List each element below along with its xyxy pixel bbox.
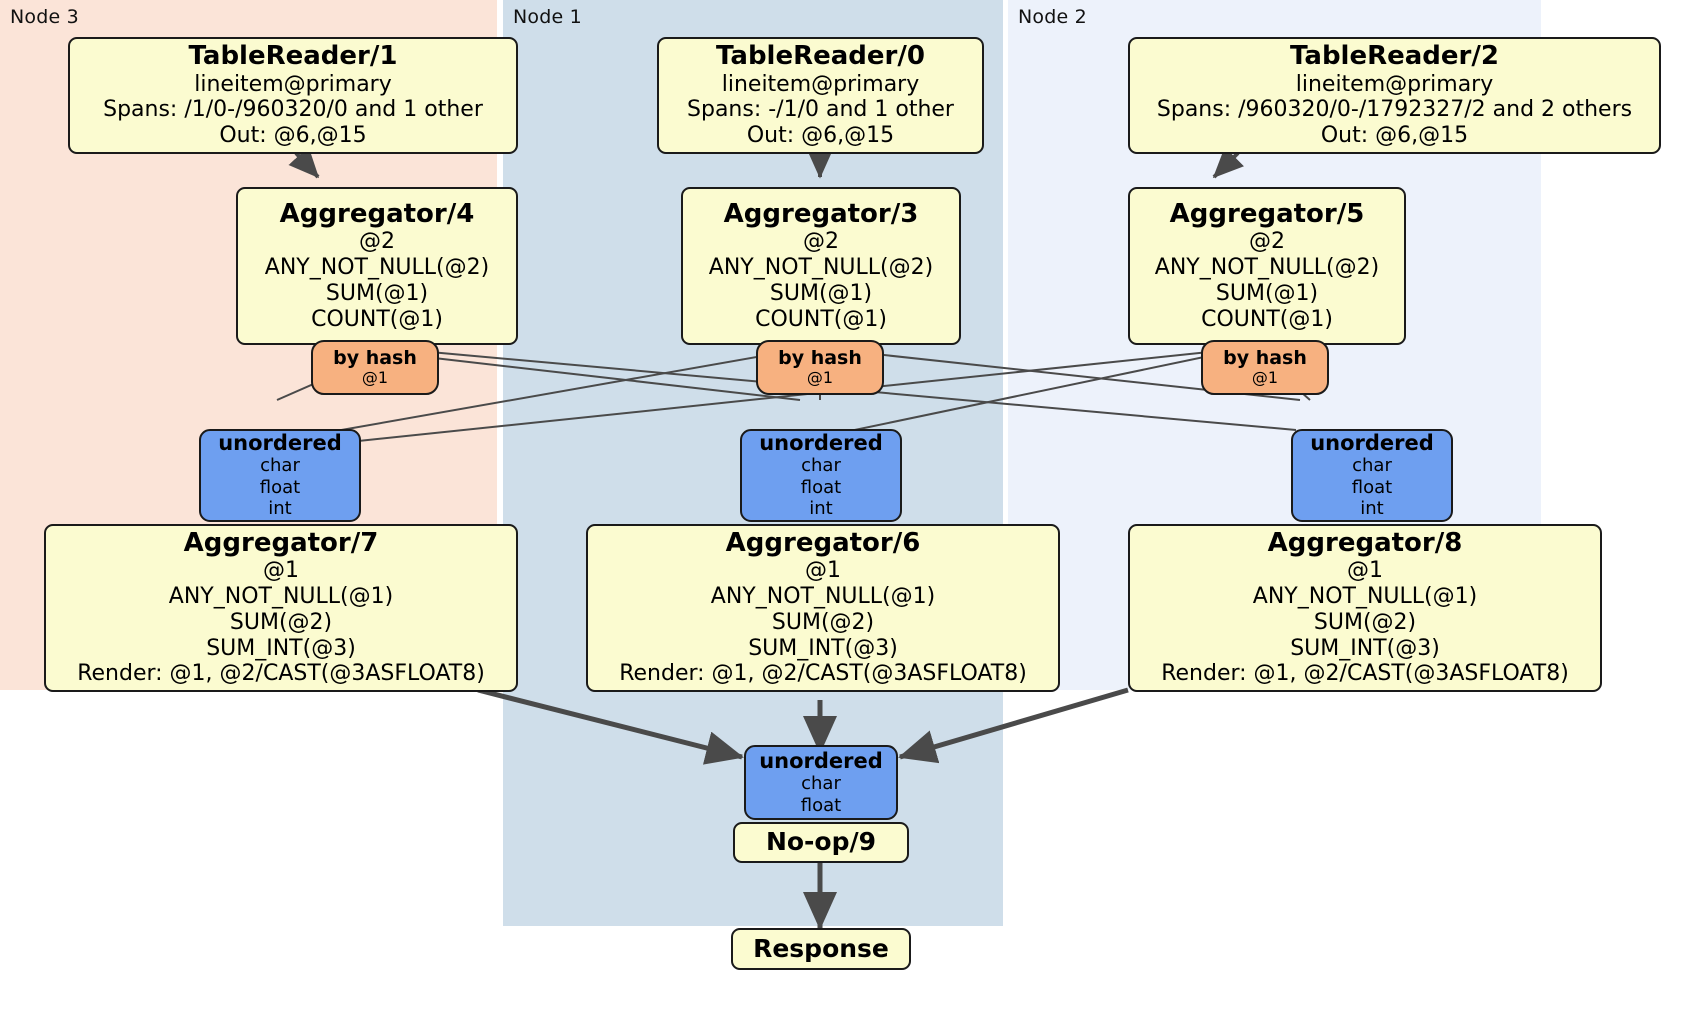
table-reader-box[interactable]: TableReader/2 lineitem@primary Spans: /9… [1128,37,1661,154]
aggregator-agg: SUM(@1) [325,280,429,306]
router-column: @1 [1251,367,1279,387]
receiver-type: float [1351,476,1393,498]
aggregator-stage1-box[interactable]: Aggregator/4 @2 ANY_NOT_NULL(@2) SUM(@1)… [236,187,518,345]
no-op-box[interactable]: No-op/9 [733,822,909,863]
receiver-title: unordered [218,431,342,456]
aggregator-group: @2 [359,229,395,255]
aggregator-stage1-box[interactable]: Aggregator/5 @2 ANY_NOT_NULL(@2) SUM(@1)… [1128,187,1406,345]
aggregator-group: @1 [805,558,841,584]
aggregator-agg: ANY_NOT_NULL(@2) [1154,255,1380,281]
aggregator-agg: SUM_INT(@3) [748,635,898,661]
aggregator-title: Aggregator/5 [1169,198,1365,229]
node-panel-label: Node 3 [10,6,79,28]
aggregator-agg: SUM(@1) [769,280,873,306]
receiver-title: unordered [759,431,883,456]
aggregator-render: Render: @1, @2/CAST(@3ASFLOAT8) [619,661,1027,687]
aggregator-group: @1 [1347,558,1383,584]
aggregator-agg: ANY_NOT_NULL(@2) [708,255,934,281]
receiver-unordered[interactable]: unordered char float int [199,429,361,522]
table-reader-table: lineitem@primary [1295,71,1494,97]
receiver-type: float [800,794,842,816]
table-reader-spans: Spans: -/1/0 and 1 other [687,97,954,123]
receiver-unordered[interactable]: unordered char float int [740,429,902,522]
aggregator-stage2-box[interactable]: Aggregator/8 @1 ANY_NOT_NULL(@1) SUM(@2)… [1128,524,1602,692]
receiver-type: float [259,476,301,498]
aggregator-group: @1 [263,558,299,584]
router-column: @1 [361,367,389,387]
receiver-type: int [809,498,833,520]
receiver-type: char [801,455,841,477]
aggregator-agg: SUM_INT(@3) [206,635,356,661]
router-column: @1 [806,367,834,387]
table-reader-out: Out: @6,@15 [746,123,895,149]
aggregator-title: Aggregator/7 [183,527,379,558]
aggregator-agg: COUNT(@1) [755,306,887,332]
aggregator-title: Aggregator/4 [279,198,475,229]
table-reader-title: TableReader/1 [188,41,398,72]
table-reader-table: lineitem@primary [194,71,392,97]
aggregator-agg: ANY_NOT_NULL(@1) [710,584,936,610]
table-reader-out: Out: @6,@15 [1320,123,1469,149]
receiver-type: char [801,772,841,794]
aggregator-title: Aggregator/6 [725,527,921,558]
aggregator-group: @2 [803,229,839,255]
table-reader-box[interactable]: TableReader/1 lineitem@primary Spans: /1… [68,37,518,154]
response-box[interactable]: Response [731,928,911,970]
table-reader-box[interactable]: TableReader/0 lineitem@primary Spans: -/… [657,37,984,154]
aggregator-render: Render: @1, @2/CAST(@3ASFLOAT8) [77,661,485,687]
aggregator-agg: ANY_NOT_NULL(@2) [264,255,490,281]
table-reader-spans: Spans: /1/0-/960320/0 and 1 other [103,97,483,123]
router-by-hash[interactable]: by hash @1 [311,340,439,395]
aggregator-agg: SUM(@1) [1215,280,1319,306]
table-reader-out: Out: @6,@15 [219,123,367,149]
receiver-title: unordered [1310,431,1434,456]
aggregator-agg: SUM(@2) [771,609,875,635]
receiver-type: char [260,455,300,477]
router-title: by hash [333,346,417,369]
receiver-type: int [268,498,292,520]
response-title: Response [753,933,889,963]
table-reader-table: lineitem@primary [721,71,920,97]
aggregator-title: Aggregator/3 [723,198,919,229]
receiver-type: float [800,476,842,498]
router-title: by hash [1223,346,1307,369]
table-reader-title: TableReader/2 [1290,41,1499,72]
aggregator-title: Aggregator/8 [1267,527,1463,558]
node-panel-label: Node 2 [1018,6,1087,28]
aggregator-render: Render: @1, @2/CAST(@3ASFLOAT8) [1161,661,1569,687]
aggregator-stage1-box[interactable]: Aggregator/3 @2 ANY_NOT_NULL(@2) SUM(@1)… [681,187,961,345]
table-reader-spans: Spans: /960320/0-/1792327/2 and 2 others [1156,97,1633,123]
receiver-title: unordered [759,748,883,773]
aggregator-agg: SUM(@2) [229,609,333,635]
aggregator-agg: SUM(@2) [1313,609,1417,635]
router-by-hash[interactable]: by hash @1 [756,340,884,395]
table-reader-title: TableReader/0 [716,41,925,72]
aggregator-agg: COUNT(@1) [311,306,443,332]
node-panel-label: Node 1 [513,6,582,28]
final-receiver-unordered[interactable]: unordered char float [744,745,898,820]
no-op-title: No-op/9 [765,827,877,857]
aggregator-agg: ANY_NOT_NULL(@1) [1252,584,1478,610]
aggregator-agg: SUM_INT(@3) [1290,635,1440,661]
router-title: by hash [778,346,862,369]
receiver-type: int [1360,498,1384,520]
aggregator-group: @2 [1249,229,1285,255]
aggregator-stage2-box[interactable]: Aggregator/6 @1 ANY_NOT_NULL(@1) SUM(@2)… [586,524,1060,692]
receiver-type: char [1352,455,1392,477]
aggregator-agg: ANY_NOT_NULL(@1) [168,584,394,610]
aggregator-agg: COUNT(@1) [1201,306,1333,332]
router-by-hash[interactable]: by hash @1 [1201,340,1329,395]
receiver-unordered[interactable]: unordered char float int [1291,429,1453,522]
aggregator-stage2-box[interactable]: Aggregator/7 @1 ANY_NOT_NULL(@1) SUM(@2)… [44,524,518,692]
